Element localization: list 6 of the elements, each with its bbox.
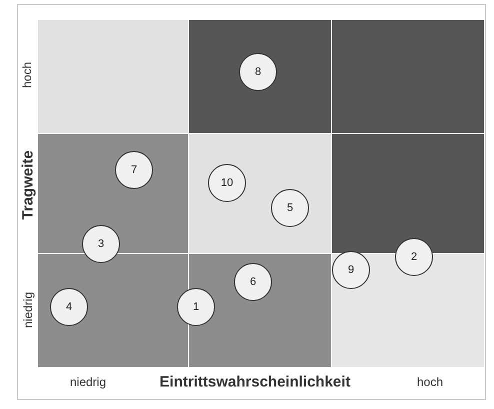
axis-tick-label: hoch — [416, 375, 444, 389]
axis-tick-label: hoch — [20, 62, 34, 88]
axis-tick-label: niedrig — [21, 292, 35, 328]
axis-title: Eintrittswahrscheinlichkeit — [160, 374, 350, 390]
axis-title: Tragweite — [20, 150, 36, 220]
axis-tick-label: niedrig — [70, 375, 106, 389]
